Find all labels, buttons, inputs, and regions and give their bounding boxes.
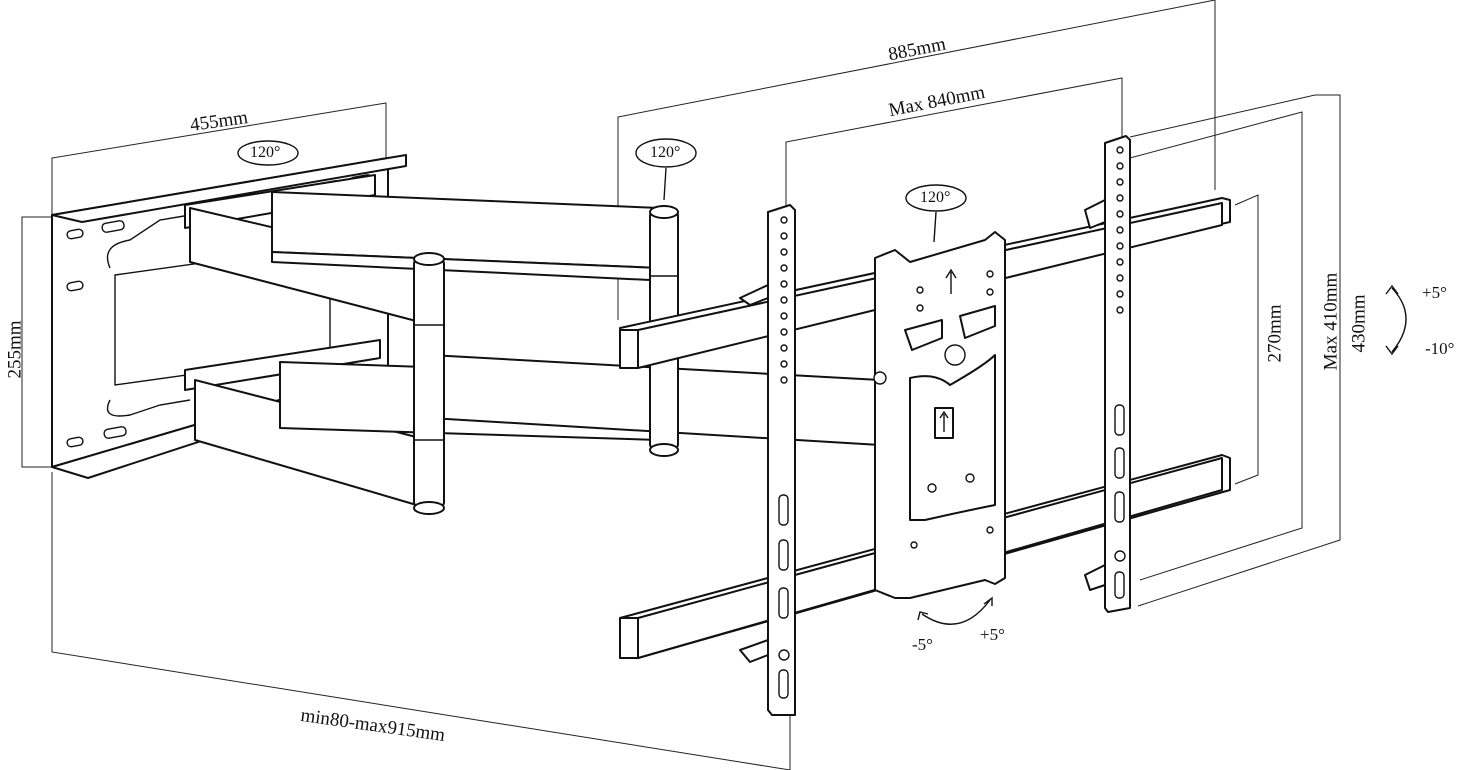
degree-symbol: ° [926, 635, 933, 654]
degree-symbol: ° [944, 189, 951, 206]
tilt-head-plate [873, 231, 1006, 599]
vesa-vertical-outer-label: 430mm [1348, 294, 1370, 353]
vesa-vertical-inner-label: 270mm [1264, 304, 1286, 363]
degree-symbol: ° [274, 144, 281, 161]
degree-symbol: ° [1447, 339, 1455, 358]
vesa-vertical-max-label: Max 410mm [1320, 272, 1342, 371]
left-vertical-bracket [739, 204, 796, 716]
centre-pivot [413, 205, 679, 515]
rotate-left-label: -5° [912, 635, 933, 654]
degree-symbol: ° [674, 144, 681, 161]
tilt-up-label: +5° [1422, 283, 1447, 302]
swivel-arm-label: 120° [650, 144, 681, 161]
swivel-arrows [237, 138, 967, 243]
tilt-arrow-icon [1385, 284, 1407, 356]
swivel-wall-label: 120° [250, 144, 281, 161]
rotate-arrow-icon [917, 596, 993, 625]
degree-symbol: ° [998, 625, 1005, 644]
swivel-head-label: 120° [920, 189, 951, 206]
wall-height-label: 255mm [4, 320, 26, 379]
degree-symbol: ° [1440, 283, 1447, 302]
rotate-right-label: +5° [980, 625, 1005, 644]
right-vertical-bracket [1084, 135, 1131, 613]
tilt-down-label: -10° [1425, 339, 1455, 358]
